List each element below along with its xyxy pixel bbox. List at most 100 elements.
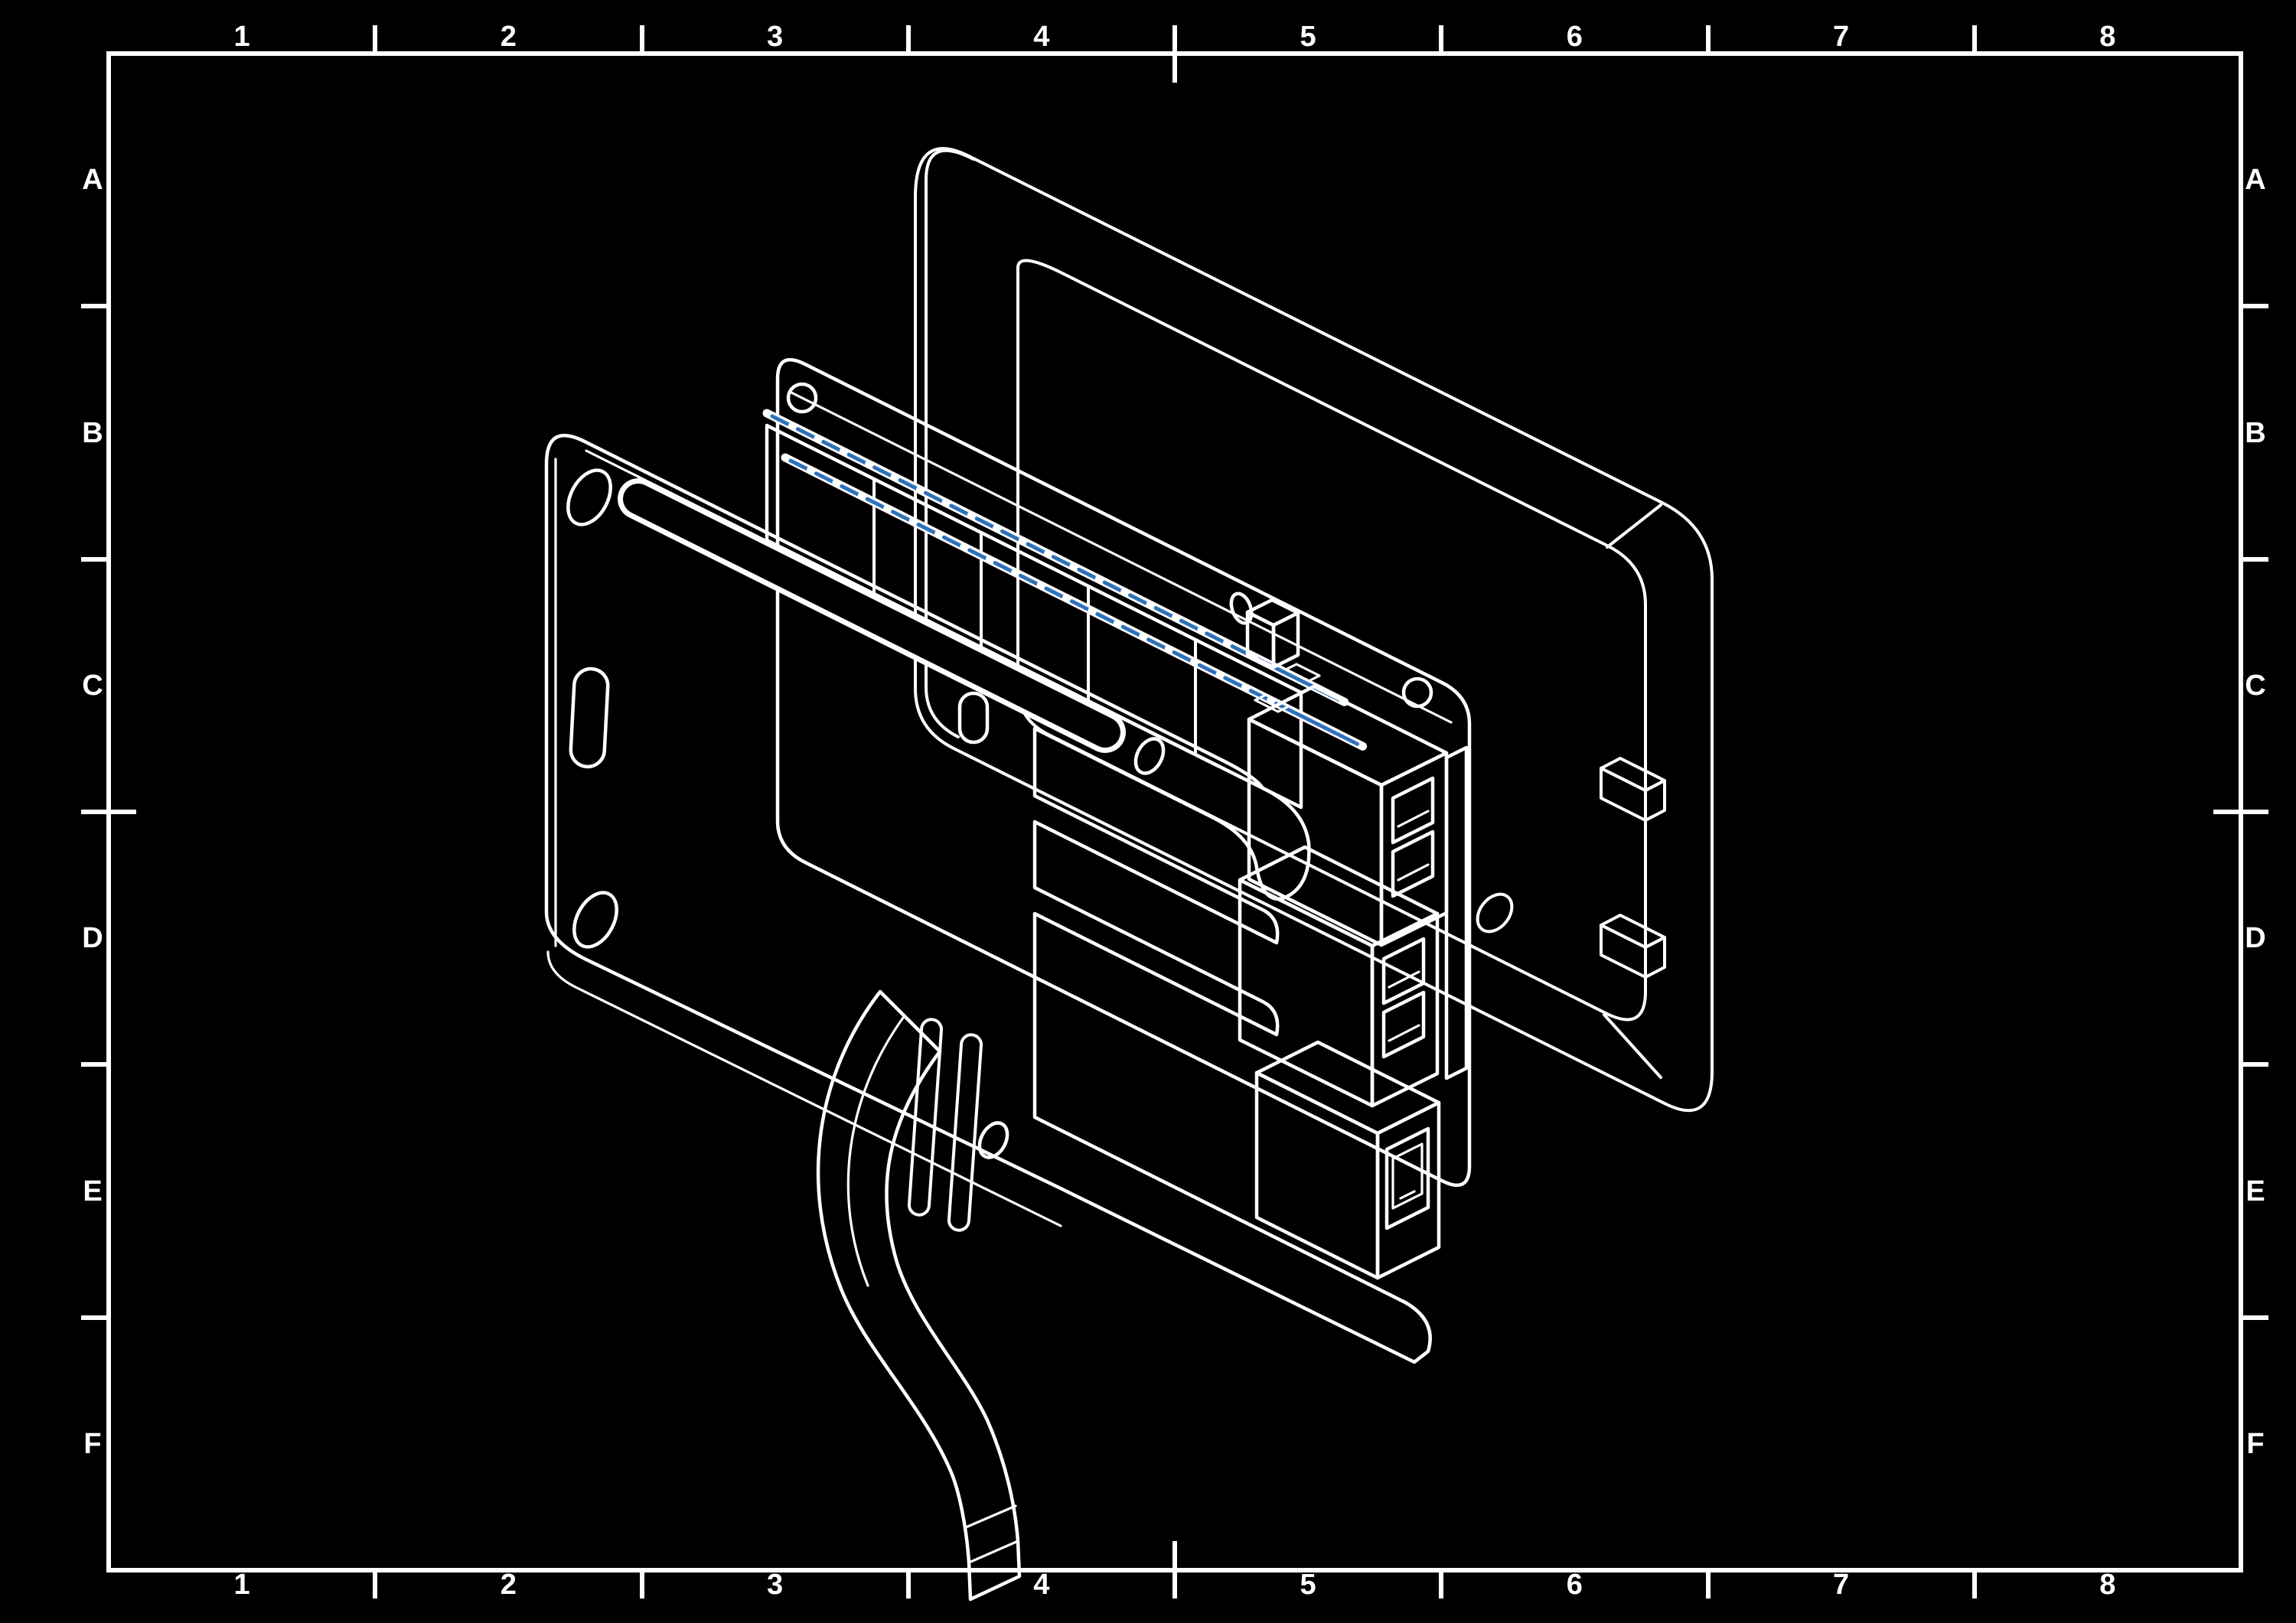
usb-tongue <box>1388 1024 1420 1042</box>
usb-opening <box>1391 829 1435 898</box>
grid-row-label-right-C: C <box>2245 669 2266 702</box>
board-edge-slab <box>1444 745 1469 1080</box>
grid-row-label-left-B: B <box>82 416 103 449</box>
case-outer-outline <box>914 147 1714 1113</box>
grid-tick-bottom-2 <box>639 1570 644 1599</box>
plate-bottom-depth-line <box>546 950 1062 1227</box>
grid-tick-top-2 <box>639 25 644 54</box>
grid-tick-right-2 <box>2241 556 2268 562</box>
grid-tick-top-6 <box>1705 25 1711 54</box>
circuit-board-assembly <box>762 357 1472 1280</box>
usb-opening <box>1391 776 1435 845</box>
standoff-post-2 <box>947 1033 983 1232</box>
case-mount-hole <box>1476 892 1514 934</box>
grid-row-label-left-A: A <box>82 164 103 197</box>
ethernet-step <box>1399 1190 1416 1200</box>
ribbon-end-crease-1 <box>964 1504 1017 1529</box>
grid-column-label-top-6: 6 <box>1566 21 1583 53</box>
component-wire-loop <box>1229 592 1254 625</box>
grid-column-label-bottom-6: 6 <box>1566 1569 1583 1601</box>
circuit-board-face <box>775 357 1472 1188</box>
component-cube <box>1229 592 1300 670</box>
grid-column-label-bottom-7: 7 <box>1833 1569 1850 1601</box>
case-left-depth-edge <box>925 148 975 738</box>
grid-tick-bottom-3 <box>905 1570 911 1599</box>
board-mount-hole-left <box>786 382 818 414</box>
smd-component-1 <box>1284 663 1321 683</box>
ribbon-end-crease-2 <box>967 1540 1019 1564</box>
plate-hole-top-left <box>566 468 612 526</box>
grid-tick-bottom-4 <box>1172 1541 1177 1599</box>
gpio-header-pins <box>762 409 1368 751</box>
plate-hole-bottom-left <box>572 891 618 949</box>
usb-tongue <box>1388 970 1420 989</box>
grid-tick-left-1 <box>81 304 109 309</box>
case-inner-wall-outline <box>1016 259 1647 1022</box>
mounting-plate <box>544 433 1432 1364</box>
case-wall-corner-line-top <box>1606 504 1662 549</box>
case-wall-corner-line-bottom <box>1603 1013 1662 1079</box>
grid-tick-top-4 <box>1172 25 1177 83</box>
ribbon-cable-body <box>816 989 1022 1602</box>
grid-row-label-left-E: E <box>83 1175 103 1207</box>
grid-tick-bottom-6 <box>1705 1570 1711 1599</box>
grid-tick-top-3 <box>905 25 911 54</box>
usb-opening <box>1381 937 1426 1005</box>
grid-column-label-top-1: 1 <box>233 21 250 53</box>
gpio-header-segments <box>872 477 1197 756</box>
grid-tick-bottom-1 <box>373 1570 378 1599</box>
grid-column-label-bottom-2: 2 <box>500 1569 517 1601</box>
case-snap-tab-lower <box>1600 914 1666 979</box>
grid-column-label-bottom-3: 3 <box>767 1569 784 1601</box>
case-snap-tab-upper <box>1600 757 1666 822</box>
standoff-posts <box>907 1018 983 1232</box>
case-back-shell <box>914 147 1714 1113</box>
grid-tick-top-1 <box>373 25 378 54</box>
ethernet-port <box>1254 1040 1441 1280</box>
grid-tick-right-1 <box>2241 304 2268 309</box>
ribbon-fold-line <box>846 1016 905 1287</box>
grid-row-label-right-F: F <box>2246 1427 2265 1460</box>
grid-column-label-top-8: 8 <box>2099 21 2116 53</box>
plate-display-slot <box>618 478 1126 753</box>
plate-slot-small <box>957 691 990 745</box>
grid-column-label-top-3: 3 <box>767 21 784 53</box>
usb-tongue <box>1397 810 1430 828</box>
display-ribbon-cable <box>816 989 1022 1602</box>
grid-row-label-left-C: C <box>82 669 103 702</box>
board-edge-highlight <box>788 390 1453 724</box>
usb-port-stack-lower <box>1238 845 1440 1108</box>
grid-row-label-right-B: B <box>2245 416 2266 449</box>
grid-tick-bottom-5 <box>1439 1570 1444 1599</box>
grid-tick-right-4 <box>2241 1062 2268 1067</box>
board-mount-hole-right <box>1401 676 1433 709</box>
grid-tick-left-4 <box>81 1062 109 1067</box>
usb-opening <box>1381 990 1426 1059</box>
grid-row-label-left-F: F <box>83 1427 102 1460</box>
usb-port-stack-upper <box>1247 684 1449 947</box>
grid-column-label-bottom-4: 4 <box>1033 1569 1050 1601</box>
grid-tick-left-2 <box>81 556 109 562</box>
grid-tick-top-5 <box>1439 25 1444 54</box>
grid-row-label-right-E: E <box>2245 1175 2265 1207</box>
grid-tick-top-7 <box>1971 25 1977 54</box>
grid-tick-right-5 <box>2241 1315 2268 1320</box>
grid-column-label-bottom-8: 8 <box>2099 1569 2116 1601</box>
ethernet-inner <box>1391 1142 1424 1210</box>
grid-row-label-right-D: D <box>2245 922 2266 955</box>
grid-row-label-right-A: A <box>2245 164 2266 197</box>
plate-slot-left <box>569 666 610 769</box>
gpio-header-body <box>765 423 1303 810</box>
grid-tick-left-3 <box>81 810 136 814</box>
usb-tongue <box>1397 863 1430 882</box>
grid-tick-right-3 <box>2213 810 2268 814</box>
standoff-post-1 <box>907 1018 944 1217</box>
grid-column-label-bottom-5: 5 <box>1300 1569 1316 1601</box>
grid-column-label-bottom-1: 1 <box>233 1569 250 1601</box>
grid-tick-left-5 <box>81 1315 109 1320</box>
grid-column-label-top-2: 2 <box>500 21 517 53</box>
mounting-plate-face <box>544 433 1432 1364</box>
grid-column-label-top-7: 7 <box>1833 21 1850 53</box>
